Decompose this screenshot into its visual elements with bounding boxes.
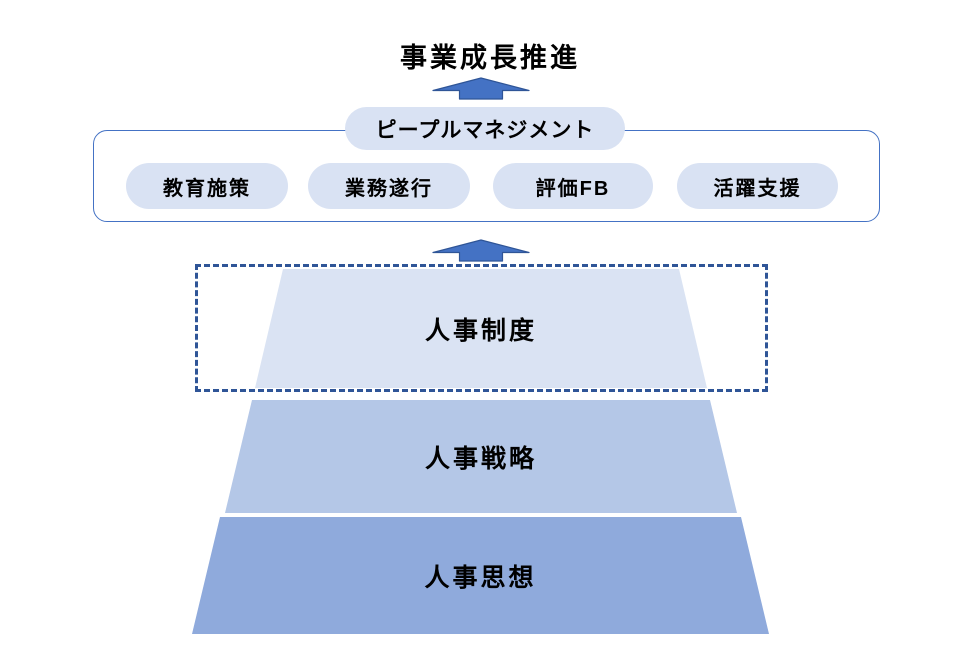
pill-evaluation-feedback: 評価FB: [493, 163, 653, 209]
pill-label: 教育施策: [163, 177, 251, 200]
people-management-label: ピープルマネジメント: [375, 118, 595, 142]
pill-label: 業務遂行: [345, 177, 433, 200]
pyramid-layer-hr-system: 人事制度: [255, 269, 707, 388]
people-management-pill: ピープルマネジメント: [345, 107, 625, 150]
highlight-dashed-border: [195, 264, 768, 392]
pill-label: 活躍支援: [713, 177, 802, 200]
up-arrow-icon: [432, 239, 530, 262]
pyramid-layer-hr-strategy: 人事戦略: [225, 400, 737, 513]
pill-education-measures: 教育施策: [126, 163, 288, 209]
layer-label: 人事思想: [424, 563, 537, 592]
goal-title: 事業成長推進: [400, 43, 580, 73]
layer-label: 人事制度: [424, 316, 537, 345]
pill-success-support: 活躍支援: [677, 163, 838, 209]
layer-label: 人事戦略: [424, 444, 537, 473]
pyramid-layer-hr-philosophy: 人事思想: [192, 517, 769, 634]
up-arrow-icon: [432, 77, 530, 100]
pill-label: 評価FB: [535, 177, 611, 200]
pill-task-execution: 業務遂行: [308, 163, 470, 209]
